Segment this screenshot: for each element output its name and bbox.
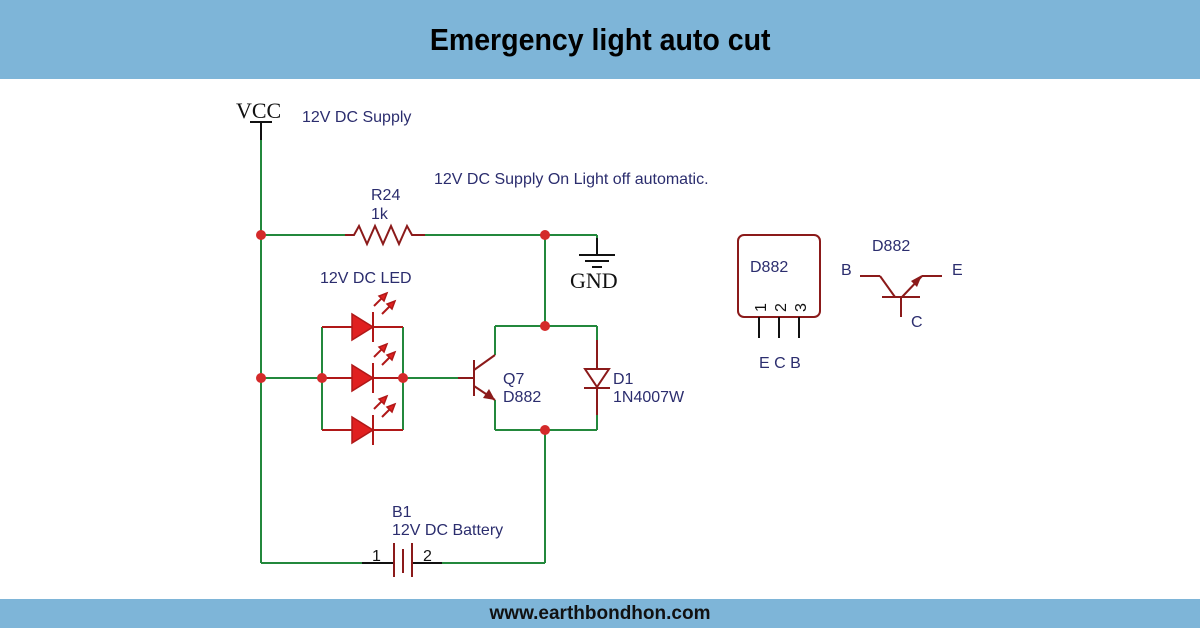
battery-b1 — [362, 543, 442, 577]
transistor-part: D882 — [503, 389, 541, 406]
junction-node — [540, 425, 550, 435]
symbol-base-label: B — [841, 262, 852, 279]
package-part: D882 — [750, 259, 788, 276]
diode-d1 — [583, 340, 611, 415]
transistor-ref: Q7 — [503, 371, 524, 388]
led-icon — [322, 394, 403, 445]
gnd-label: GND — [570, 268, 618, 293]
junction-node — [540, 230, 550, 240]
symbol-collector-label: C — [911, 314, 923, 331]
diode-part: 1N4007W — [613, 389, 685, 406]
led-icon — [322, 342, 403, 393]
battery-ref: B1 — [392, 504, 412, 521]
package-pin-1: 1 — [753, 303, 770, 312]
junction-node — [540, 321, 550, 331]
led-array — [322, 291, 403, 445]
resistor-value: 1k — [371, 206, 389, 223]
vcc-label: VCC — [236, 98, 281, 123]
resistor-r24 — [345, 223, 425, 247]
d882-symbol — [860, 275, 942, 317]
battery-pin-1: 1 — [372, 548, 381, 565]
battery-pin-2: 2 — [423, 548, 432, 565]
package-pin-2: 2 — [773, 303, 790, 312]
transistor-q7 — [458, 354, 496, 401]
diode-ref: D1 — [613, 371, 634, 388]
package-pin-3: 3 — [793, 303, 810, 312]
symbol-part: D882 — [872, 238, 910, 255]
footer-banner: www.earthbondhon.com — [0, 599, 1200, 628]
junction-node — [317, 373, 327, 383]
package-pin-names: E C B — [759, 355, 801, 372]
title-banner: Emergency light auto cut — [0, 0, 1200, 79]
junction-node — [256, 230, 266, 240]
battery-value: 12V DC Battery — [392, 522, 503, 539]
junction-nodes — [256, 230, 550, 435]
d882-package — [737, 234, 821, 338]
supply-note: 12V DC Supply — [302, 109, 411, 126]
website-url[interactable]: www.earthbondhon.com — [489, 602, 711, 624]
led-icon — [322, 291, 403, 342]
circuit-description: 12V DC Supply On Light off automatic. — [434, 171, 709, 188]
junction-node — [256, 373, 266, 383]
resistor-ref: R24 — [371, 187, 400, 204]
junction-node — [398, 373, 408, 383]
led-label: 12V DC LED — [320, 270, 412, 287]
ground-symbol — [579, 238, 615, 268]
page-title: Emergency light auto cut — [429, 21, 771, 57]
symbol-emitter-label: E — [952, 262, 963, 279]
vcc-symbol: VCC — [236, 98, 281, 140]
wires — [260, 140, 598, 564]
